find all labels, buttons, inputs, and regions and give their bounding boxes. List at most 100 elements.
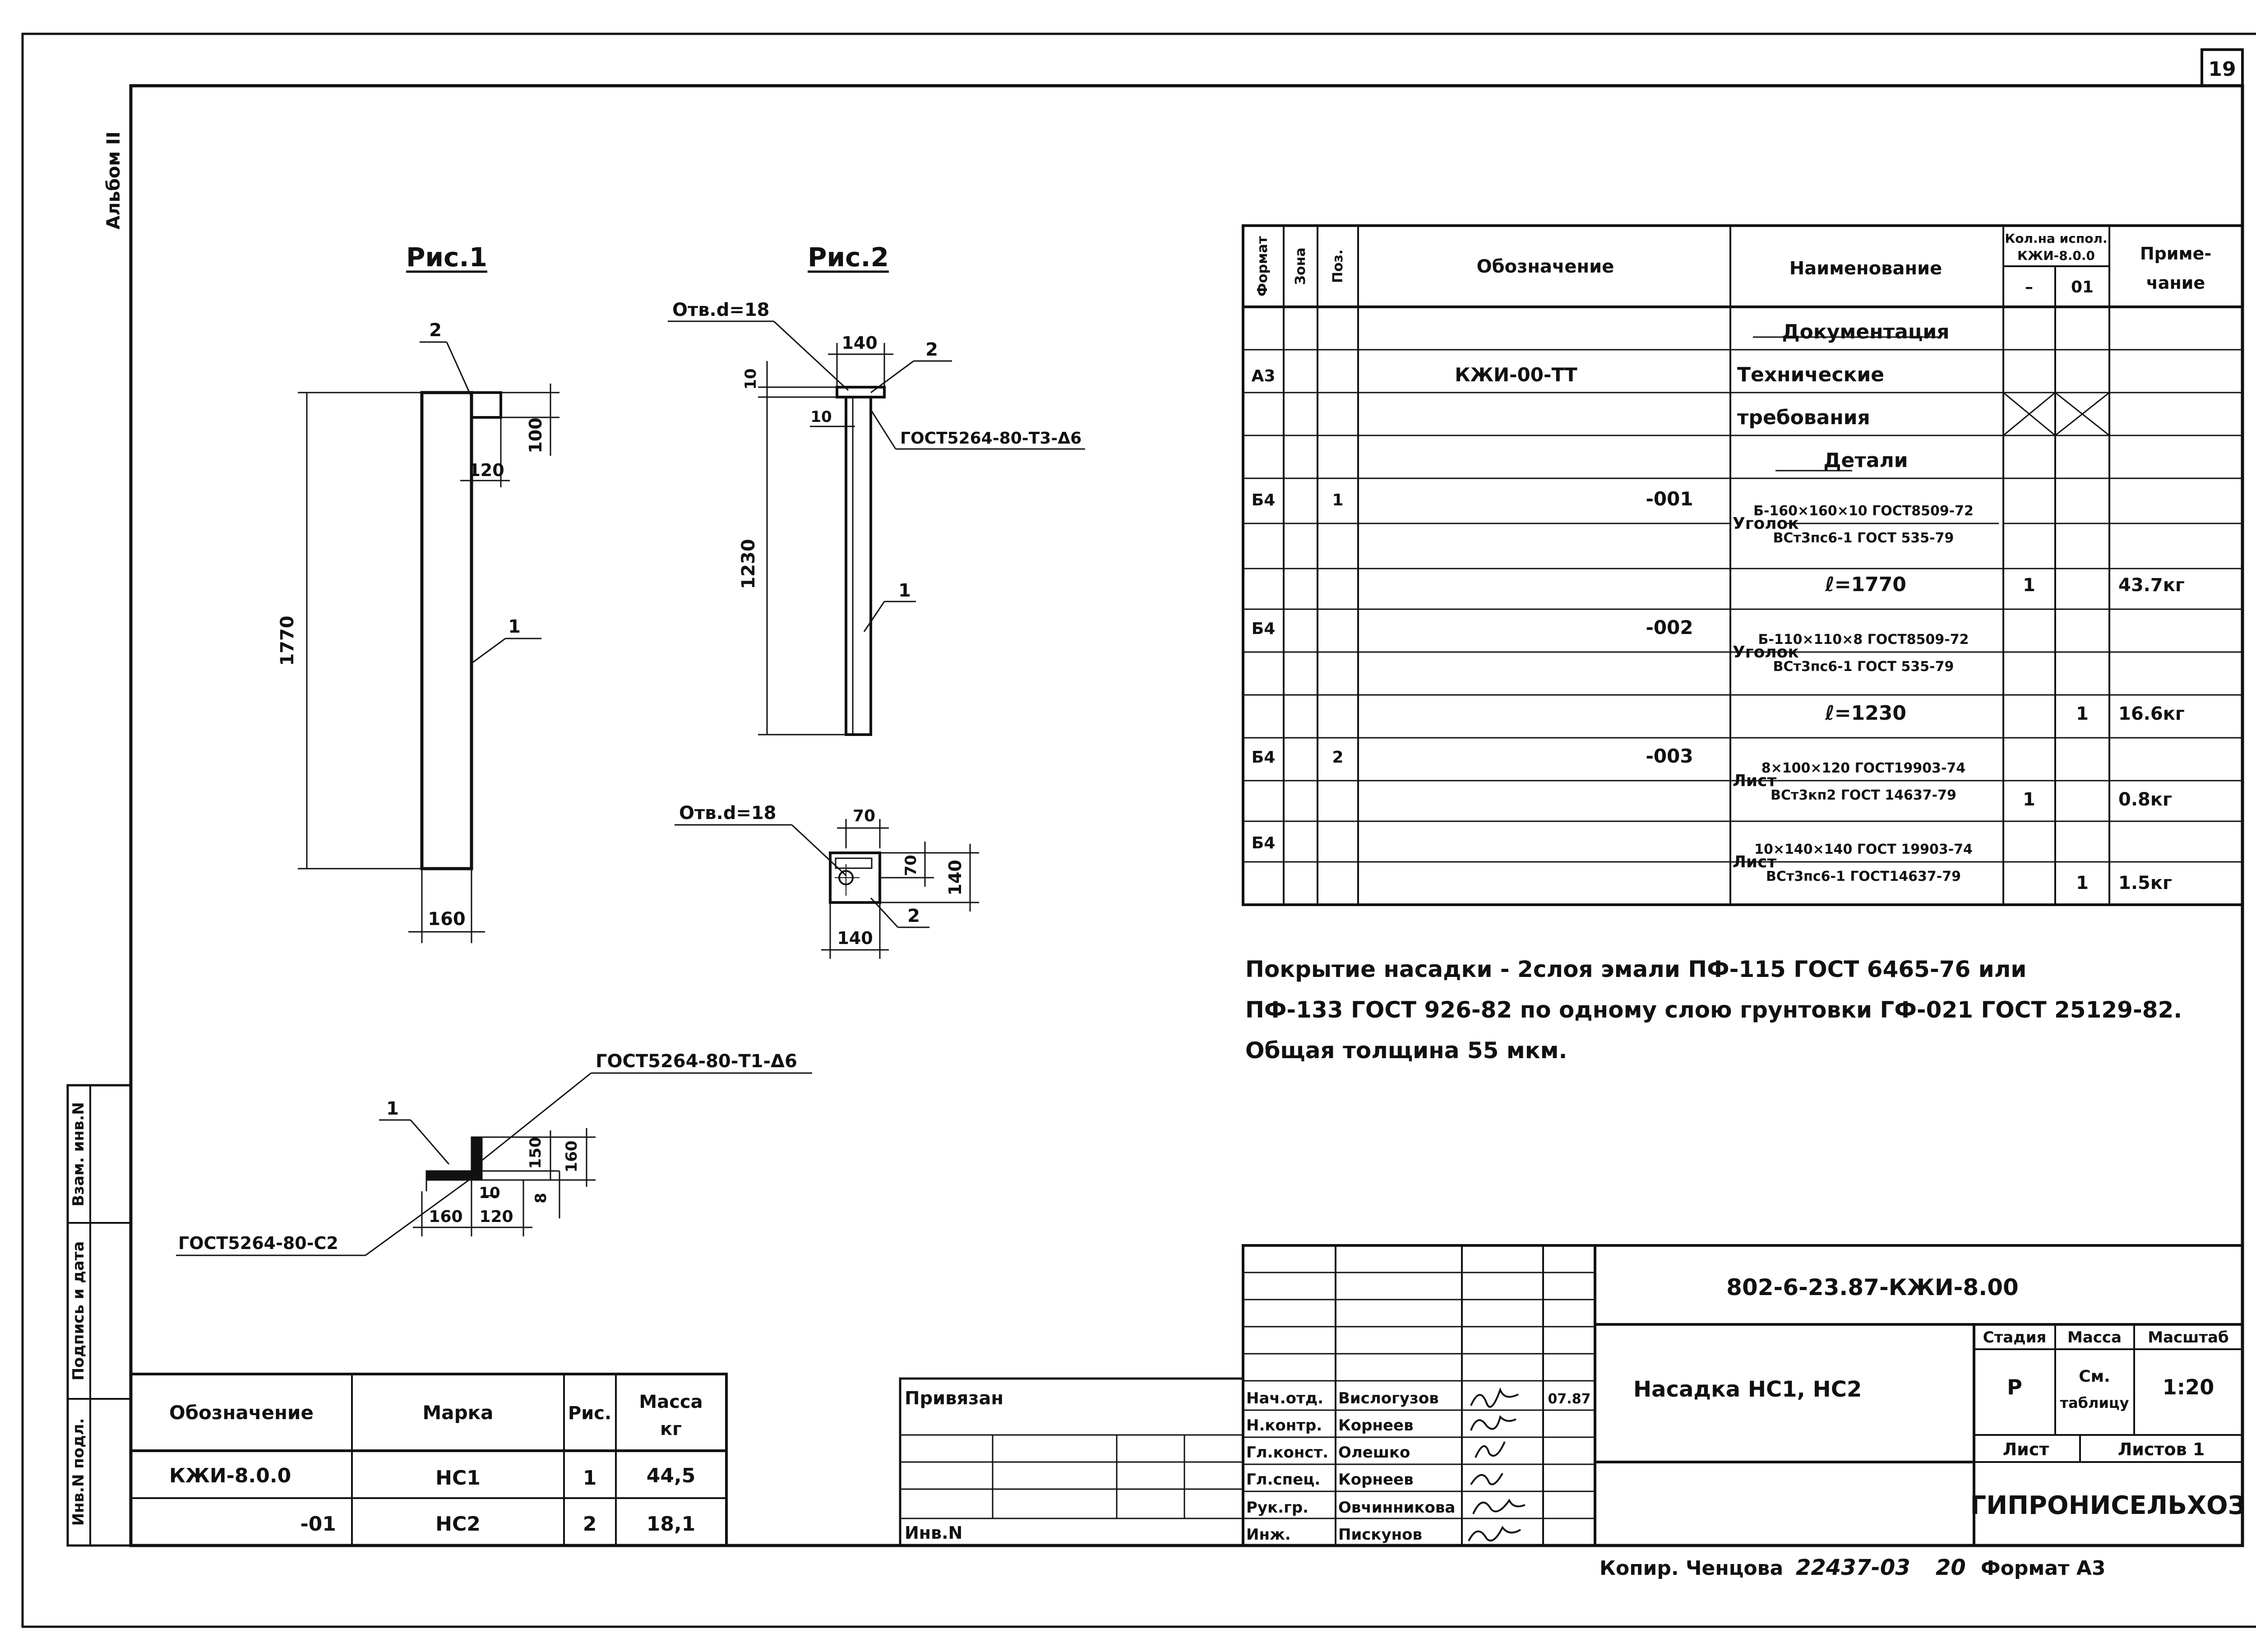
tb-role: Н.контр. (1246, 1416, 1322, 1435)
tb-person-row: Рук.гр.Овчинникова (1246, 1499, 1455, 1517)
note-line-3: Общая толщина 55 мкм. (1245, 1037, 1567, 1064)
tb-sheets: Листов 1 (2118, 1439, 2205, 1459)
spec-cell-designation: -002 (1646, 616, 1693, 639)
spec-cell-qty-1: 1 (2023, 575, 2035, 596)
privyazan-block: Привязан Инв.N (899, 1377, 1244, 1547)
marks-r2-fig: 2 (583, 1513, 597, 1536)
plate-dim-width: 140 (837, 928, 873, 948)
tb-mass-2: таблицу (2060, 1394, 2129, 1411)
signatures (1468, 1387, 1526, 1542)
tb-person: Вислогузов (1338, 1389, 1439, 1407)
tb-person-row: Гл.спец. Корнеев (1246, 1471, 1414, 1489)
spec-h-designation: Обозначение (1477, 256, 1614, 277)
fraction-prefix: Лист (1733, 772, 1776, 790)
spec-cell-format: А3 (1252, 367, 1276, 385)
section-dim-160-h: 160 (429, 1208, 462, 1226)
tb-person-row: Инж.Пискунов (1246, 1526, 1422, 1544)
spec-h-pos: Поз. (1330, 250, 1346, 283)
fraction-top: 8×100×120 ГОСТ19903-74 (1761, 760, 1966, 776)
fraction-top: 10×140×140 ГОСТ 19903-74 (1754, 842, 1973, 857)
inner-frame (129, 84, 2244, 1547)
spec-cell-format: Б4 (1252, 491, 1276, 509)
spec-h-qty-mid: КЖИ-8.0.0 (2017, 248, 2095, 263)
figure-1: Рис.1 1770 100 120 160 2 1 (277, 242, 559, 943)
fraction-bottom: ВСт3пс6-1 ГОСТ 535-79 (1773, 530, 1954, 546)
marks-h-mark: Марка (422, 1402, 493, 1424)
spec-cell-name: требования (1737, 406, 1870, 429)
marks-r1-mark: НС1 (435, 1467, 481, 1490)
stamp-vzam-inv: Взам. инв.N (69, 1102, 88, 1206)
spec-cell-note: 43.7кг (2118, 575, 2185, 596)
spec-cell-format: Б4 (1252, 748, 1276, 767)
spec-cell-note: 16.6кг (2118, 703, 2185, 724)
fig1-callout-plate: 2 (429, 320, 442, 341)
spec-cell-format: Б4 (1252, 834, 1276, 852)
album-label: Альбом II (103, 131, 124, 229)
fraction-bottom: ВСт3кп2 ГОСТ 14637-79 (1771, 787, 1956, 803)
marks-h-fig: Рис. (568, 1403, 611, 1424)
plate-dim-hole-y: 70 (902, 855, 920, 876)
spec-row: Б4-002 (1252, 616, 1693, 639)
spec-row: Детали (1823, 449, 1908, 472)
spec-h-qty-a: – (2025, 278, 2033, 296)
spec-cell-name: Технические (1737, 363, 1884, 386)
tb-role: Гл.спец. (1246, 1471, 1320, 1489)
note-line-2: ПФ-133 ГОСТ 926-82 по одному слою грунто… (1245, 997, 2182, 1023)
section-detail: ГОСТ5264-80-Т1-Δ6 1 150 160 10 8 160 120… (176, 1051, 812, 1256)
page-number-box (2201, 48, 2244, 87)
tb-role: Инж. (1246, 1526, 1291, 1544)
marks-r2-designation: -01 (300, 1513, 337, 1536)
tb-code: 802-6-23.87-КЖИ-8.00 (1726, 1274, 2019, 1300)
tb-date: 07.87 (1548, 1391, 1591, 1407)
spec-cell-pos: 1 (1332, 491, 1343, 509)
spec-cell-designation: КЖИ-00-ТТ (1455, 364, 1577, 386)
note-line-1: Покрытие насадки - 2слоя эмали ПФ-115 ГО… (1245, 956, 2026, 982)
specification-table: Формат Зона Поз. Обозначение Наименовани… (1242, 224, 2244, 906)
tb-person: Овчинникова (1338, 1499, 1455, 1517)
fig2-angle-body (845, 396, 872, 736)
footer-copy: Копир. Ченцова (1600, 1557, 1783, 1580)
footer-number: 22437-03 (1796, 1555, 1910, 1580)
tb-title: Насадка НС1, НС2 (1633, 1377, 1862, 1402)
spec-h-qty-top: Кол.на испол. (2005, 231, 2107, 246)
tb-scale-h: Масштаб (2148, 1328, 2228, 1347)
spec-h-format: Формат (1255, 236, 1271, 296)
fig1-angle-body (420, 391, 473, 870)
footer-format: Формат А3 (1981, 1557, 2106, 1580)
section-callout: 1 (386, 1098, 399, 1119)
fraction-top: Б-110×110×8 ГОСТ8509-72 (1758, 632, 1969, 648)
marks-h-designation: Обозначение (169, 1402, 314, 1424)
fig1-callout-angle: 1 (508, 616, 521, 637)
spec-row: требования (1737, 406, 1870, 429)
tb-role: Нач.отд. (1246, 1389, 1323, 1407)
tb-person-row: Н.контр.Корнеев (1246, 1416, 1414, 1435)
tb-stage-h: Стадия (1983, 1328, 2047, 1347)
marks-r2-mark: НС2 (435, 1513, 481, 1536)
section-dim-150: 150 (527, 1137, 545, 1169)
tb-org: ГИПРОНИСЕЛЬХОЗ (1970, 1491, 2246, 1520)
spec-h-note-1: Приме- (2140, 244, 2211, 264)
tb-person: Корнеев (1338, 1471, 1414, 1489)
fig2-dim-height: 1230 (738, 539, 759, 589)
plate-hole-label: Отв.d=18 (679, 803, 777, 824)
stamp-sign-date: Подпись и дата (69, 1241, 88, 1381)
fig1-dim-width: 160 (428, 909, 466, 930)
privyazan-inv: Инв.N (905, 1523, 962, 1543)
privyazan-label: Привязан (905, 1388, 1003, 1409)
section-dim-120-h: 120 (479, 1208, 513, 1226)
spec-cell-qty-1: 1 (2023, 789, 2035, 810)
tb-person: Олешко (1338, 1444, 1410, 1462)
fig1-dim-plate-w: 120 (468, 460, 504, 480)
spec-row: Б4 (1252, 834, 1276, 852)
spec-row: А3 КЖИ-00-ТТ Технические (1252, 363, 1885, 386)
spec-cell-designation: -003 (1646, 745, 1693, 767)
figure-2: Рис.2 Отв.d=18 140 10 10 2 ГОСТ5264-80-Т… (668, 242, 1085, 736)
spec-cell-note: 1.5кг (2118, 873, 2172, 893)
